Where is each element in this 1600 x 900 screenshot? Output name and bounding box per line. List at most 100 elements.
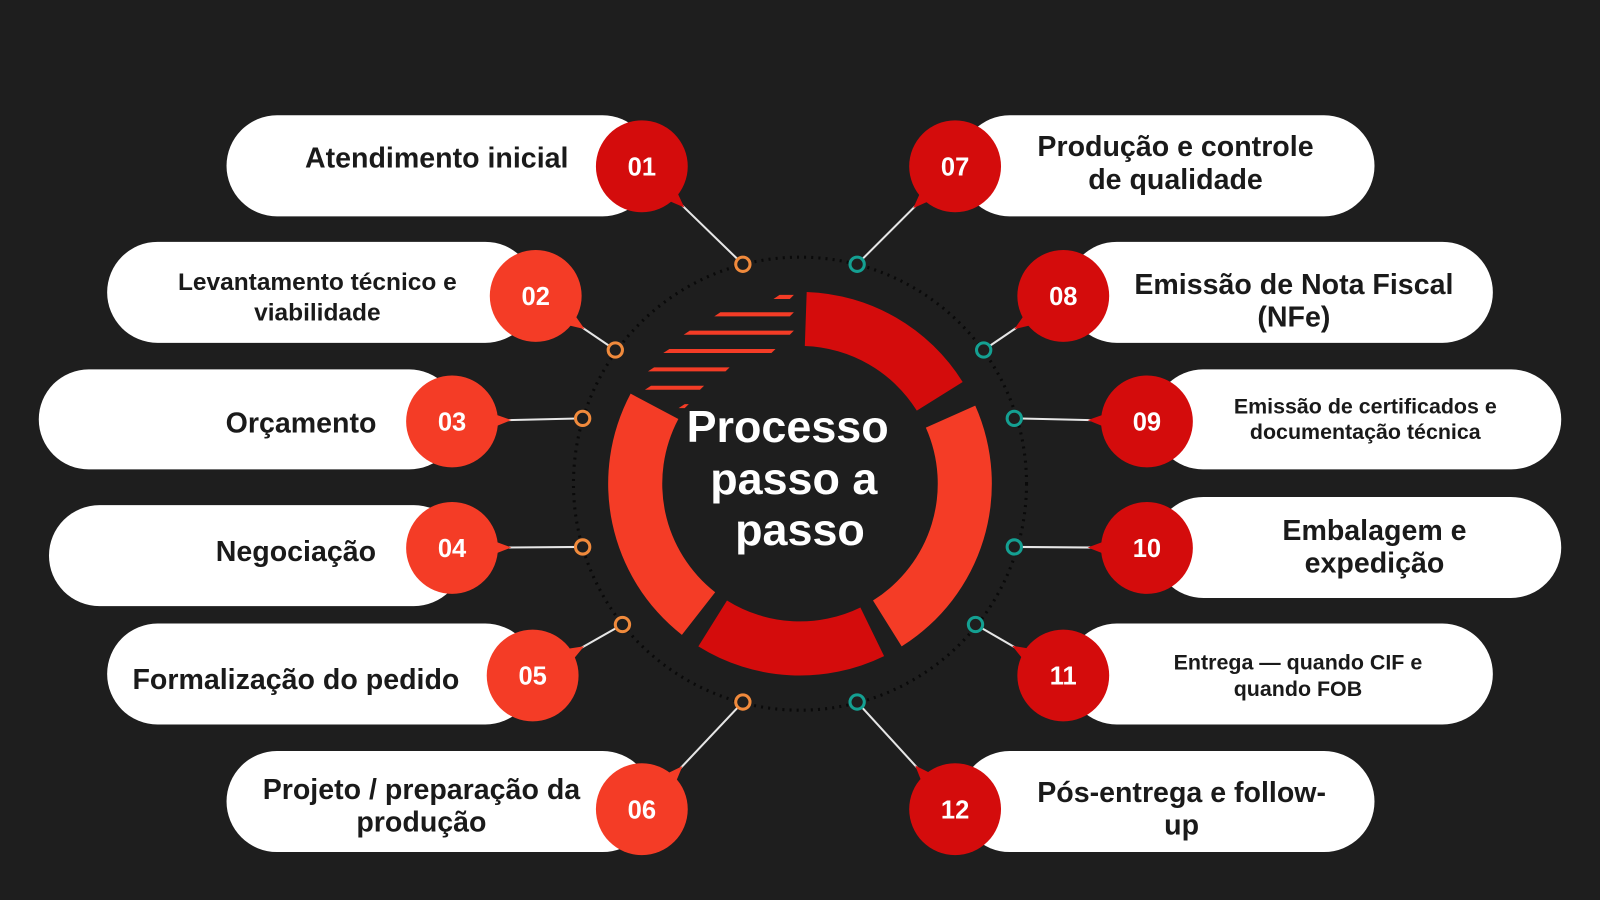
- step-number: 11: [1050, 663, 1077, 691]
- step-label: Pós-entrega e follow-up: [1037, 777, 1326, 842]
- center-title: Processo passo a passo: [687, 401, 902, 555]
- step-number: 05: [518, 663, 546, 691]
- stripe: [773, 294, 794, 299]
- step-number: 08: [1049, 283, 1077, 311]
- step-label: Orçamento: [226, 408, 377, 440]
- donut-segment-2: [872, 405, 992, 647]
- step-label-line: up: [1164, 810, 1199, 842]
- step-number-badge: [595, 120, 688, 213]
- step-pill: [107, 241, 536, 343]
- step-number: 04: [438, 535, 467, 563]
- step-label-line: viabilidade: [254, 299, 380, 326]
- step-08: 08 Emissão de Nota Fiscal(NFe): [1014, 241, 1493, 343]
- step-number-badge: [909, 763, 1002, 856]
- step-label-line: Embalagem e: [1282, 515, 1466, 547]
- step-pill: [107, 623, 536, 725]
- donut-segment-4: [608, 393, 716, 635]
- connector-node-icon: [606, 341, 624, 359]
- stripe: [663, 348, 776, 354]
- step-number-badge: [406, 502, 498, 594]
- step-pill: [1153, 369, 1562, 470]
- step-number: 02: [522, 283, 550, 311]
- connector-node-icon: [734, 255, 752, 273]
- connector-node-icon: [975, 341, 993, 359]
- step-label-line: Pós-entrega e follow-: [1037, 777, 1326, 809]
- step-pill: [226, 751, 654, 853]
- step-pill: [226, 115, 654, 217]
- step-label-line: Formalização do pedido: [132, 664, 459, 696]
- step-label-line: Negociação: [216, 536, 376, 568]
- title-line-1: Processo: [687, 401, 889, 452]
- stripe: [683, 330, 794, 335]
- step-number-badge: [1017, 629, 1110, 722]
- step-pill: [1066, 623, 1493, 725]
- step-label-line: Entrega — quando CIF e: [1174, 650, 1423, 674]
- title-line-2: passo a: [710, 453, 878, 504]
- step-label-line: quando FOB: [1234, 677, 1362, 701]
- step-number-badge: [1017, 250, 1110, 342]
- connector-node-icon: [848, 693, 866, 711]
- step-number: 12: [941, 796, 969, 824]
- title-line-3: passo: [735, 504, 865, 555]
- step-label-line: Produção e controle: [1037, 131, 1313, 163]
- donut-ring: [608, 291, 992, 676]
- connector-node-icon: [573, 538, 592, 556]
- step-label-line: Orçamento: [226, 408, 377, 440]
- step-label-line: (NFe): [1257, 302, 1330, 334]
- step-label-line: Projeto / preparação da: [263, 774, 582, 806]
- step-03: 03 Orçamento: [38, 369, 512, 470]
- step-label: Levantamento técnico e viabilidade: [178, 269, 457, 327]
- step-number: 10: [1133, 535, 1161, 563]
- stripe: [647, 367, 730, 372]
- step-02: 02 Levantamento técnico e viabilidade: [107, 241, 585, 343]
- stripe: [714, 312, 794, 317]
- step-number: 03: [438, 409, 466, 437]
- step-04: 04 Negociação: [48, 502, 512, 607]
- step-number: 07: [941, 154, 969, 182]
- step-label-line: de qualidade: [1088, 164, 1263, 196]
- step-label-line: Emissão de certificados e: [1234, 394, 1497, 418]
- step-number: 06: [628, 796, 656, 824]
- connector-node-icon: [966, 615, 985, 634]
- step-pill: [38, 369, 460, 470]
- connector-node-icon: [848, 255, 866, 273]
- step-pill: [1066, 241, 1493, 343]
- step-label-line: Emissão de Nota Fiscal: [1134, 269, 1453, 301]
- step-label-line: Levantamento técnico e: [178, 269, 457, 296]
- donut-segment-3: [698, 600, 885, 676]
- step-label-line: documentação técnica: [1250, 420, 1482, 444]
- step-05: 05 Formalização do pedido: [107, 623, 585, 725]
- stripe: [678, 404, 689, 409]
- step-pill: [959, 115, 1375, 217]
- dotted-orbit: [571, 255, 1029, 712]
- step-01: 01 Atendimento inicial: [226, 115, 688, 217]
- step-number: 01: [628, 154, 656, 182]
- connector-node-icon: [1005, 409, 1023, 428]
- step-number: 09: [1133, 409, 1161, 437]
- step-11: 11 Entrega — quando CIF e quando FOB: [1012, 623, 1493, 725]
- step-label: Atendimento inicial: [305, 142, 568, 174]
- step-label-line: expedição: [1305, 547, 1445, 579]
- connector-node-icon: [734, 693, 752, 711]
- connector-node-icon: [1005, 538, 1023, 556]
- step-label: Negociação: [216, 536, 376, 568]
- step-pill: [48, 505, 465, 607]
- step-12: 12 Pós-entrega e follow-up: [909, 751, 1375, 856]
- step-number-badge: [595, 763, 688, 856]
- step-number-badge: [486, 629, 579, 722]
- step-number-badge: [406, 375, 498, 468]
- step-pill: [959, 751, 1375, 853]
- step-number-badge: [909, 120, 1002, 213]
- connector-node-icon: [573, 409, 592, 428]
- step-label-line: produção: [356, 807, 486, 839]
- donut-segment-1: [804, 291, 963, 411]
- step-label: Entrega — quando CIF e quando FOB: [1174, 650, 1423, 701]
